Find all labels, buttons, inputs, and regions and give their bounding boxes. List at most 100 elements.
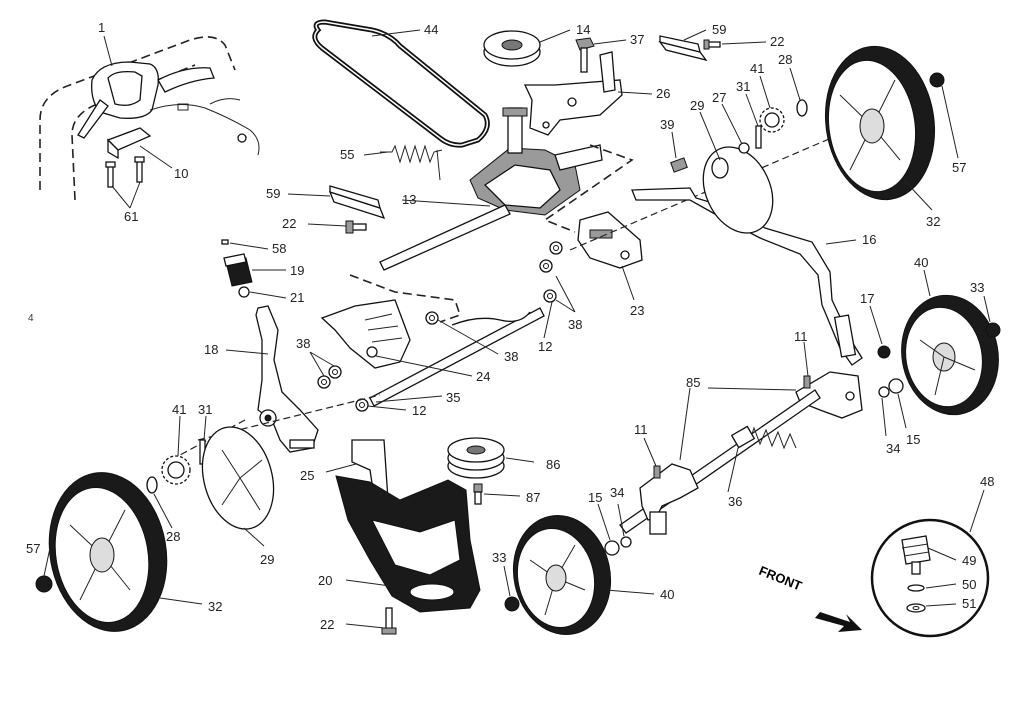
part-21-nut xyxy=(238,286,250,298)
callout-31-left: 31 xyxy=(198,402,212,417)
part-40-front-wheel-left xyxy=(512,514,612,636)
callout-85: 85 xyxy=(686,375,700,390)
callout-39: 39 xyxy=(660,117,674,132)
callout-34-left: 34 xyxy=(610,485,624,500)
callout-32-right: 32 xyxy=(926,214,940,229)
callout-20: 20 xyxy=(318,573,332,588)
part-59-clip-mid xyxy=(328,185,386,220)
part-31-clip xyxy=(755,125,762,149)
callout-labels: 4 FRONT 1 10 61 44 14 37 59 22 26 55 13 … xyxy=(26,20,994,632)
callout-49: 49 xyxy=(962,553,976,568)
callout-15-left: 15 xyxy=(588,490,602,505)
callout-13: 13 xyxy=(402,192,416,207)
part-40-front-wheel-right xyxy=(901,294,999,416)
callout-23: 23 xyxy=(630,303,644,318)
part-22-screw-mid xyxy=(345,220,367,234)
callout-17: 17 xyxy=(860,291,874,306)
part-24-shield xyxy=(320,299,411,369)
callout-14: 14 xyxy=(576,22,590,37)
part-28-washer-left xyxy=(146,476,158,494)
part-57-cap-right xyxy=(929,72,945,88)
leader-lines xyxy=(43,29,991,629)
part-32-rear-wheel-left xyxy=(48,472,168,632)
callout-48: 48 xyxy=(980,474,994,489)
callout-41-right: 41 xyxy=(750,61,764,76)
part-34-15-washers-right xyxy=(878,378,904,398)
part-10-bracket xyxy=(106,127,152,160)
callout-50: 50 xyxy=(962,577,976,592)
callout-33-right: 33 xyxy=(970,280,984,295)
callout-22-top: 22 xyxy=(770,34,784,49)
callout-28-right: 28 xyxy=(778,52,792,67)
callout-57-left: 57 xyxy=(26,541,40,556)
part-33-cap-left xyxy=(504,596,520,612)
callout-10: 10 xyxy=(174,166,188,181)
callout-41-left: 41 xyxy=(172,402,186,417)
callout-44: 44 xyxy=(424,22,438,37)
callout-18: 18 xyxy=(204,342,218,357)
callout-40-right: 40 xyxy=(914,255,928,270)
part-58-screw xyxy=(221,239,229,245)
callout-38-mid: 38 xyxy=(504,349,518,364)
callout-1: 1 xyxy=(98,20,105,35)
callout-11-left: 11 xyxy=(634,422,648,437)
callout-40-left: 40 xyxy=(660,587,674,602)
part-44-drive-belt xyxy=(312,19,490,148)
part-29-hubcap-left xyxy=(201,426,275,530)
part-26-bracket xyxy=(523,51,623,136)
callout-31-right: 31 xyxy=(736,79,750,94)
part-86-pulley xyxy=(447,437,505,479)
callout-59-top: 59 xyxy=(712,22,726,37)
part-28-washer-right xyxy=(796,99,808,117)
part-15-34-washers-left xyxy=(604,536,632,556)
callout-12-right: 12 xyxy=(538,339,552,354)
part-11-bolts xyxy=(653,375,811,479)
callout-29-right: 29 xyxy=(690,98,704,113)
part-29-hubcap-right xyxy=(702,146,774,234)
part-13-transmission xyxy=(469,107,603,216)
callout-25: 25 xyxy=(300,468,314,483)
part-33-cap-right xyxy=(985,322,1001,338)
callout-34-right: 34 xyxy=(886,441,900,456)
part-20-deflector xyxy=(335,475,481,613)
callout-22-mid: 22 xyxy=(282,216,296,231)
washers xyxy=(317,241,563,412)
callout-16: 16 xyxy=(862,232,876,247)
callout-55: 55 xyxy=(340,147,354,162)
routing-outline xyxy=(349,144,634,323)
part-23-bracket xyxy=(577,211,643,269)
part-22-bolt-bottom xyxy=(381,607,397,635)
front-arrow xyxy=(815,612,862,632)
callout-29-left: 29 xyxy=(260,552,274,567)
callout-61: 61 xyxy=(124,209,138,224)
callout-38-right: 38 xyxy=(568,317,582,332)
callout-58: 58 xyxy=(272,241,286,256)
callout-33-left: 33 xyxy=(492,550,506,565)
part-59-clip-top xyxy=(658,35,708,62)
callout-36: 36 xyxy=(728,494,742,509)
callout-19: 19 xyxy=(290,263,304,278)
callout-57-right: 57 xyxy=(952,160,966,175)
callout-15-right: 15 xyxy=(906,432,920,447)
front-axle-bracket-left xyxy=(639,463,699,535)
part-19-knob xyxy=(223,253,253,287)
callout-27: 27 xyxy=(712,90,726,105)
callout-87: 87 xyxy=(526,490,540,505)
part-32-rear-wheel-right xyxy=(824,45,936,201)
callout-26: 26 xyxy=(656,86,670,101)
part-1-control-handle xyxy=(77,61,260,156)
callout-37: 37 xyxy=(630,32,644,47)
part-14-pulley xyxy=(483,30,541,67)
part-37-bolt xyxy=(575,37,595,73)
part-55-spring xyxy=(380,144,443,181)
drive-centerline xyxy=(569,129,851,251)
part-87-bolt xyxy=(473,483,483,505)
part-35-axle-rod xyxy=(369,307,545,407)
front-label: FRONT xyxy=(757,563,804,594)
part-13-axle xyxy=(379,204,511,271)
part-27-washer xyxy=(738,142,750,154)
callout-38-left: 38 xyxy=(296,336,310,351)
part-18-height-lever xyxy=(255,305,319,453)
